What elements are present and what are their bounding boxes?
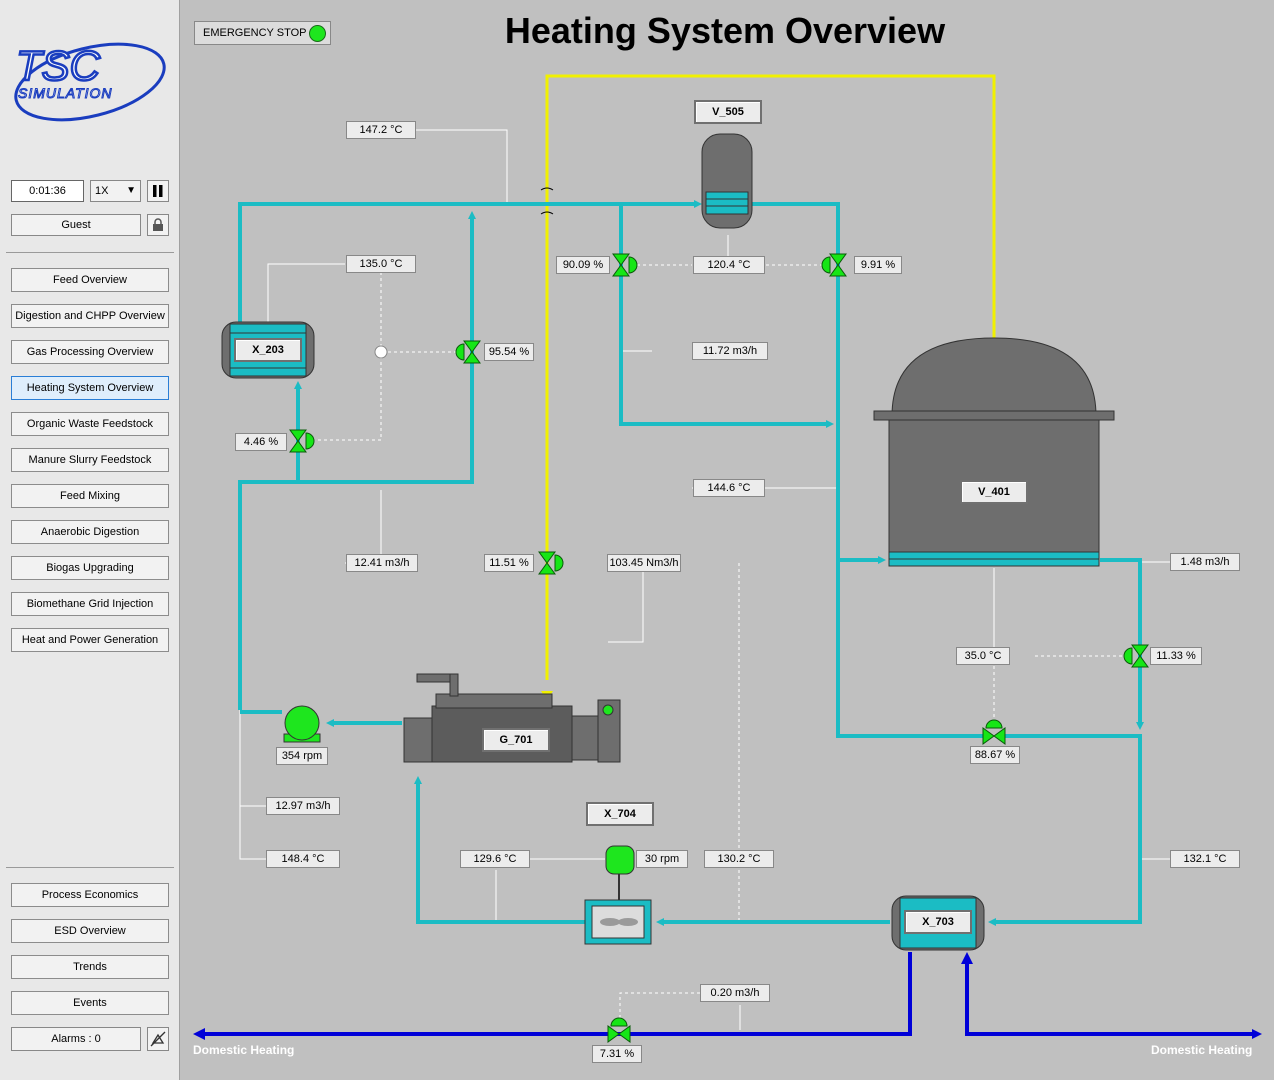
v505-vessel[interactable] xyxy=(701,133,753,229)
nav-process-economics[interactable]: Process Economics xyxy=(11,883,169,907)
divider xyxy=(6,252,174,253)
temp-147-2: 147.2 °C xyxy=(346,121,416,139)
alarms-button[interactable]: Alarms : 0 xyxy=(11,1027,141,1051)
pump-speed: 354 rpm xyxy=(276,747,328,765)
g701-chp-engine[interactable] xyxy=(403,673,621,763)
lock-icon xyxy=(153,218,163,231)
valve-8867-position: 88.67 % xyxy=(970,746,1020,764)
temp-35: 35.0 °C xyxy=(956,647,1010,665)
nav-feed-overview[interactable]: Feed Overview xyxy=(11,268,169,292)
login-button[interactable] xyxy=(147,214,169,236)
nav-biogas-upgrading[interactable]: Biogas Upgrading xyxy=(11,556,169,580)
tag-v401[interactable]: V_401 xyxy=(960,480,1028,504)
tag-x704[interactable]: X_704 xyxy=(586,802,654,826)
nav-events[interactable]: Events xyxy=(11,991,169,1015)
valve-991 xyxy=(821,253,847,277)
nav-manure-slurry-feedstock[interactable]: Manure Slurry Feedstock xyxy=(11,448,169,472)
valve-446 xyxy=(289,429,315,453)
biogas-line xyxy=(545,74,996,680)
fan-speed: 30 rpm xyxy=(636,850,688,868)
tsc-logo: TSC SIMULATION xyxy=(14,41,166,122)
domestic-heating-lines xyxy=(200,952,1256,1036)
valve-731-position: 7.31 % xyxy=(592,1045,642,1063)
valve-9554-position: 95.54 % xyxy=(484,343,534,361)
flow-1172: 11.72 m3/h xyxy=(692,342,768,360)
sim-clock: 0:01:36 xyxy=(11,180,84,202)
nav-feed-mixing[interactable]: Feed Mixing xyxy=(11,484,169,508)
temp-x203: 135.0 °C xyxy=(346,255,416,273)
main-canvas: Heating System Overview EMERGENCY STOP V… xyxy=(180,0,1274,1080)
valve-446-position: 4.46 % xyxy=(235,433,287,451)
flow-biogas: 103.45 Nm3/h xyxy=(607,554,681,572)
estop-status-led xyxy=(309,25,326,42)
pause-icon xyxy=(153,185,163,197)
valve-991-position: 9.91 % xyxy=(854,256,902,274)
temp-1302: 130.2 °C xyxy=(704,850,774,868)
domestic-heating-label-right: Domestic Heating xyxy=(1151,1043,1253,1057)
nav-anaerobic-digestion[interactable]: Anaerobic Digestion xyxy=(11,520,169,544)
alarm-mute-icon xyxy=(150,1031,166,1047)
pause-button[interactable] xyxy=(147,180,169,202)
nav-heating-system-overview[interactable]: Heating System Overview xyxy=(11,376,169,400)
nav-organic-waste-feedstock[interactable]: Organic Waste Feedstock xyxy=(11,412,169,436)
logo-text-sub: SIMULATION xyxy=(18,85,113,101)
leader-lines xyxy=(239,129,1170,1030)
valve-731 xyxy=(607,1017,631,1043)
valve-1133 xyxy=(1123,644,1149,668)
flow-020: 0.20 m3/h xyxy=(700,984,770,1002)
tag-x203[interactable]: X_203 xyxy=(234,338,302,362)
flow-1241: 12.41 m3/h xyxy=(346,554,418,572)
estop-label: EMERGENCY STOP xyxy=(203,27,307,39)
temp-1296: 129.6 °C xyxy=(460,850,530,868)
page-title: Heating System Overview xyxy=(504,10,946,51)
temp-v505: 120.4 °C xyxy=(693,256,765,274)
signal-lines xyxy=(317,264,1122,1018)
valve-1133-position: 11.33 % xyxy=(1150,647,1202,665)
v401-digester[interactable] xyxy=(873,337,1115,567)
nav-trends[interactable]: Trends xyxy=(11,955,169,979)
valve-9009 xyxy=(612,253,638,277)
sidebar: TSC SIMULATION 0:01:36 1X ▼ Guest Feed Ov… xyxy=(0,0,180,1080)
circulation-pump[interactable] xyxy=(283,705,321,743)
divider xyxy=(6,867,174,868)
user-field: Guest xyxy=(11,214,141,236)
nav-esd-overview[interactable]: ESD Overview xyxy=(11,919,169,943)
tag-g701[interactable]: G_701 xyxy=(482,728,550,752)
nav-heat-power-generation[interactable]: Heat and Power Generation xyxy=(11,628,169,652)
flow-1297: 12.97 m3/h xyxy=(266,797,340,815)
valve-9009-position: 90.09 % xyxy=(556,256,610,274)
valves[interactable] xyxy=(289,253,1149,1043)
tag-v505[interactable]: V_505 xyxy=(694,100,762,124)
emergency-stop-button[interactable]: EMERGENCY STOP xyxy=(194,21,331,45)
nav-gas-processing-overview[interactable]: Gas Processing Overview xyxy=(11,340,169,364)
nav-biomethane-grid-injection[interactable]: Biomethane Grid Injection xyxy=(11,592,169,616)
flow-148: 1.48 m3/h xyxy=(1170,553,1240,571)
speed-select[interactable]: 1X ▼ xyxy=(90,180,141,202)
pid-diagram xyxy=(193,74,1262,1043)
tag-x703[interactable]: X_703 xyxy=(904,910,972,934)
valve-1151 xyxy=(538,551,564,575)
mute-button[interactable] xyxy=(147,1027,169,1051)
temp-1321: 132.1 °C xyxy=(1170,850,1240,868)
logo-text-main: TSC xyxy=(16,42,101,89)
nav-digestion-chpp-overview[interactable]: Digestion and CHPP Overview xyxy=(11,304,169,328)
valve-8867 xyxy=(982,719,1006,745)
heating-water-lines xyxy=(238,200,1144,926)
domestic-heating-label-left: Domestic Heating xyxy=(193,1043,295,1057)
temp-1484: 148.4 °C xyxy=(266,850,340,868)
controller-node xyxy=(374,345,388,359)
valve-1151-position: 11.51 % xyxy=(484,554,534,572)
speed-value: 1X xyxy=(95,185,109,197)
x704-cooler[interactable] xyxy=(584,845,652,945)
valve-9554 xyxy=(455,340,481,364)
temp-1446: 144.6 °C xyxy=(693,479,765,497)
chevron-down-icon: ▼ xyxy=(126,185,136,196)
